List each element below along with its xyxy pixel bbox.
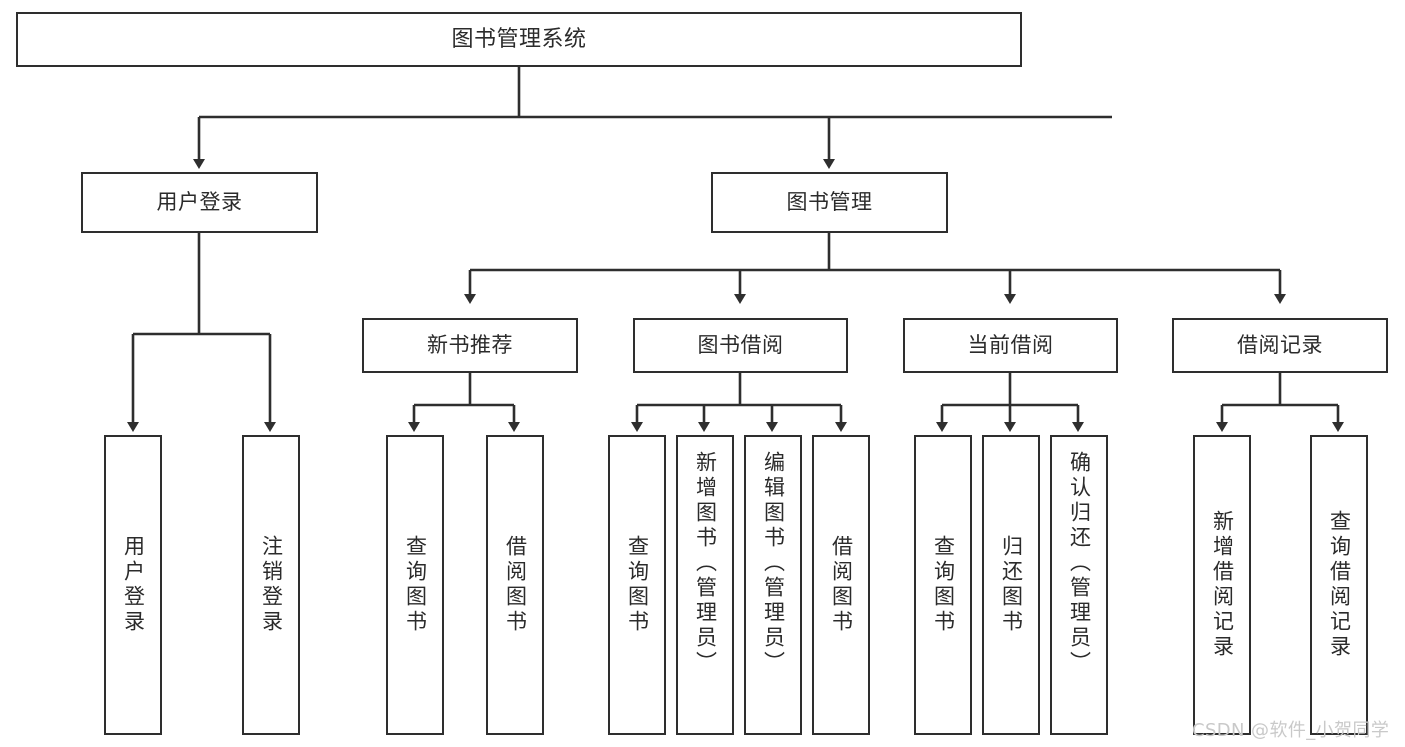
- node-label: 图书管理: [786, 190, 873, 215]
- leaf-current-borrow-return[interactable]: 归还图书: [982, 435, 1040, 735]
- leaf-current-borrow-confirm-return[interactable]: 确认归还（管理员）: [1050, 435, 1108, 735]
- node-label: 新增图书（管理员）: [693, 451, 718, 676]
- watermark-text: CSDN @软件_小贺同学: [1192, 720, 1390, 741]
- node-label: 用户登录: [121, 535, 146, 635]
- node-label: 注销登录: [259, 535, 284, 635]
- node-label: 查询借阅记录: [1327, 510, 1352, 660]
- leaf-new-book-borrow[interactable]: 借阅图书: [486, 435, 544, 735]
- leaf-book-borrow-edit[interactable]: 编辑图书（管理员）: [744, 435, 802, 735]
- node-borrow-record[interactable]: 借阅记录: [1172, 318, 1388, 373]
- leaf-current-borrow-query[interactable]: 查询图书: [914, 435, 972, 735]
- node-label: 借阅图书: [503, 535, 528, 635]
- node-label: 借阅图书: [829, 535, 854, 635]
- node-label: 编辑图书（管理员）: [761, 451, 786, 676]
- node-label: 用户登录: [156, 190, 243, 215]
- node-label: 查询图书: [403, 535, 428, 635]
- node-label: 确认归还（管理员）: [1067, 451, 1092, 676]
- node-book-borrow[interactable]: 图书借阅: [633, 318, 848, 373]
- node-new-book-recommend[interactable]: 新书推荐: [362, 318, 578, 373]
- node-label: 查询图书: [625, 535, 650, 635]
- node-label: 图书管理系统: [451, 26, 587, 52]
- node-label: 查询图书: [931, 535, 956, 635]
- node-label: 新书推荐: [427, 333, 513, 358]
- node-label: 图书借阅: [697, 333, 784, 358]
- leaf-user-login-login[interactable]: 用户登录: [104, 435, 162, 735]
- node-book-management[interactable]: 图书管理: [711, 172, 948, 233]
- node-user-login[interactable]: 用户登录: [81, 172, 318, 233]
- leaf-borrow-record-add[interactable]: 新增借阅记录: [1193, 435, 1251, 735]
- leaf-user-login-logout[interactable]: 注销登录: [242, 435, 300, 735]
- node-label: 当前借阅: [967, 333, 1054, 358]
- leaf-new-book-query[interactable]: 查询图书: [386, 435, 444, 735]
- node-label: 归还图书: [999, 535, 1024, 635]
- node-current-borrow[interactable]: 当前借阅: [903, 318, 1118, 373]
- leaf-borrow-record-query[interactable]: 查询借阅记录: [1310, 435, 1368, 735]
- leaf-book-borrow-add[interactable]: 新增图书（管理员）: [676, 435, 734, 735]
- node-label: 新增借阅记录: [1210, 510, 1235, 660]
- leaf-book-borrow-borrow[interactable]: 借阅图书: [812, 435, 870, 735]
- node-root-system[interactable]: 图书管理系统: [16, 12, 1022, 67]
- leaf-book-borrow-query[interactable]: 查询图书: [608, 435, 666, 735]
- node-label: 借阅记录: [1237, 333, 1323, 358]
